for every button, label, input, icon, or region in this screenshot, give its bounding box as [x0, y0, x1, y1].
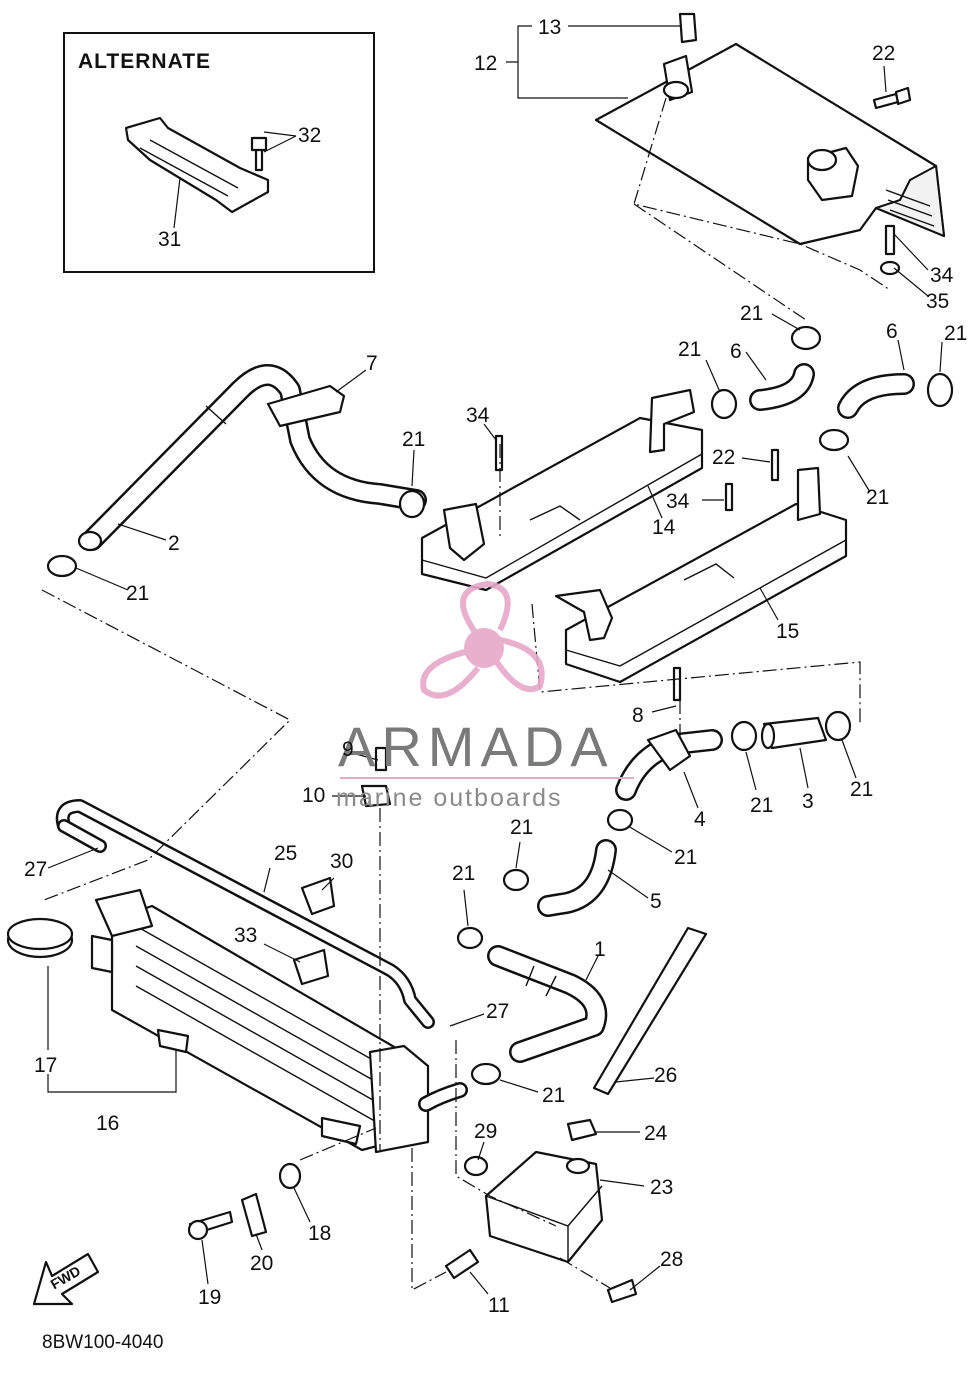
- callout-21: 21: [850, 778, 873, 801]
- armada-watermark: ARMADA marine outboards: [336, 580, 634, 812]
- leader-lines: [47, 25, 943, 1295]
- part-5-hose: [537, 839, 617, 917]
- callout-19: 19: [198, 1286, 221, 1309]
- callout-6: 6: [886, 320, 898, 343]
- callout-22: 22: [712, 446, 735, 469]
- callout-25: 25: [274, 842, 297, 865]
- propeller-logo-icon: [420, 580, 545, 699]
- callout-21: 21: [740, 302, 763, 325]
- part-code: 8BW100-4040: [42, 1332, 163, 1353]
- hose-clamps: [46, 325, 954, 1086]
- part-24-cap: [566, 1118, 598, 1142]
- callout-34: 34: [930, 264, 954, 287]
- callout-numbers: 13 12 22 32 31 34 35 21 6 21 21 6 7 34 2…: [24, 16, 967, 1317]
- callout-18: 18: [308, 1222, 331, 1245]
- callout-34: 34: [666, 490, 690, 513]
- part-14-cooler: [420, 388, 704, 592]
- part-17-cap: [6, 917, 74, 959]
- alternate-title: ALTERNATE: [78, 50, 211, 73]
- callout-21: 21: [750, 794, 773, 817]
- callout-24: 24: [644, 1122, 668, 1145]
- callout-21: 21: [126, 582, 149, 605]
- callout-21: 21: [944, 322, 967, 345]
- callout-21: 21: [674, 846, 697, 869]
- assembly-lines: [41, 97, 891, 1291]
- callout-29: 29: [474, 1120, 497, 1143]
- callout-31: 31: [158, 228, 181, 251]
- callout-17: 17: [34, 1054, 57, 1077]
- callout-12: 12: [474, 52, 497, 75]
- callout-9: 9: [342, 738, 354, 761]
- part-25-pipe: [55, 799, 435, 1029]
- part-31-bracket: [124, 116, 270, 214]
- callout-35: 35: [926, 290, 949, 313]
- callout-21: 21: [678, 338, 701, 361]
- callout-21: 21: [866, 486, 889, 509]
- callout-23: 23: [650, 1176, 673, 1199]
- callout-26: 26: [654, 1064, 677, 1087]
- callout-2: 2: [168, 532, 180, 555]
- part-4-elbow: [615, 728, 723, 801]
- callout-4: 4: [694, 808, 706, 831]
- callout-16: 16: [96, 1112, 119, 1135]
- callout-5: 5: [650, 890, 662, 913]
- callout-7: 7: [366, 352, 378, 375]
- callout-27: 27: [486, 1000, 509, 1023]
- part-12-fitting: [662, 54, 694, 102]
- part-15-cooler: [554, 466, 848, 684]
- part-26-pipe: [592, 926, 708, 1096]
- part-1-hose: [487, 945, 608, 1063]
- part-16-radiator: [90, 888, 430, 1154]
- part-7-bracket: [266, 384, 346, 428]
- callout-21: 21: [542, 1084, 565, 1107]
- part-2-hose: [77, 364, 427, 552]
- part-6-hose-right: [837, 373, 915, 419]
- callout-32: 32: [298, 124, 321, 147]
- callout-8: 8: [632, 704, 644, 727]
- part-23-tank: [484, 1150, 604, 1264]
- callout-21: 21: [452, 862, 475, 885]
- watermark-tagline: marine outboards: [336, 784, 563, 812]
- callout-1: 1: [594, 938, 606, 961]
- callout-21: 21: [402, 428, 425, 451]
- part-11-fitting: [444, 1248, 480, 1280]
- part-32-screw: [250, 136, 268, 172]
- callout-34: 34: [466, 404, 490, 427]
- middle-bolts: [360, 434, 780, 808]
- alternate-inset: ALTERNATE: [63, 32, 375, 273]
- callout-3: 3: [802, 790, 814, 813]
- exhaust-cover-assembly: [594, 42, 946, 246]
- part-28-screw: [606, 1278, 638, 1304]
- callout-33: 33: [234, 924, 257, 947]
- radiator-outlet-elbow: [418, 1082, 468, 1112]
- callout-22: 22: [872, 42, 895, 65]
- callout-28: 28: [660, 1248, 683, 1271]
- parts-18-20-19: [187, 1162, 302, 1241]
- part-34-35-fastener: [879, 224, 901, 276]
- callout-30: 30: [330, 850, 353, 873]
- callout-6: 6: [730, 340, 742, 363]
- callout-14: 14: [652, 516, 676, 539]
- part-6-hose-left: [749, 363, 815, 411]
- callout-21: 21: [510, 816, 533, 839]
- callout-15: 15: [776, 620, 799, 643]
- callout-27: 27: [24, 858, 47, 881]
- part-13-cap: [678, 12, 698, 44]
- callout-11: 11: [488, 1294, 510, 1317]
- parts-30-33-clips: [292, 876, 336, 986]
- callout-20: 20: [250, 1252, 273, 1275]
- callout-13: 13: [538, 16, 561, 39]
- watermark-brand: ARMADA: [338, 715, 614, 778]
- part-29-grommet: [463, 1155, 489, 1177]
- part-3-tube: [760, 716, 828, 750]
- fwd-arrow-icon: FWD: [32, 1252, 100, 1306]
- callout-10: 10: [302, 784, 325, 807]
- part-22-bolt-top: [872, 86, 912, 110]
